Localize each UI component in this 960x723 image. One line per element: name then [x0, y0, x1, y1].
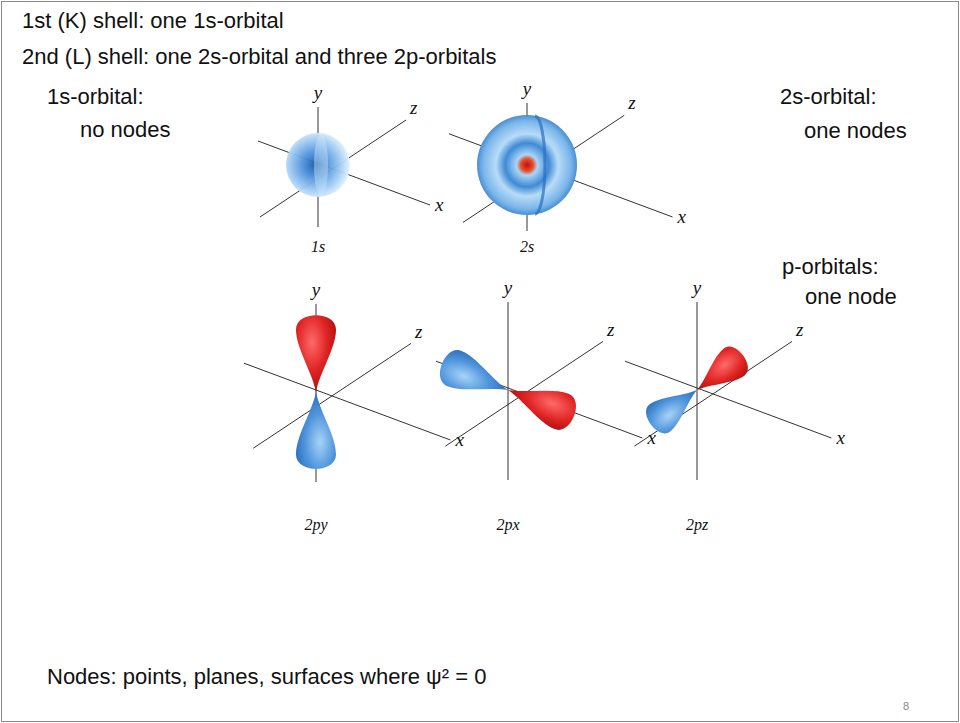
axis-label: x — [647, 427, 655, 449]
axis-line — [244, 363, 450, 440]
sphere — [286, 133, 350, 197]
axis-label: z — [796, 319, 803, 341]
slide-text: 1st (K) shell: one 1s-orbital — [22, 8, 284, 33]
orbital-lobe — [296, 392, 336, 469]
page-number: 8 — [903, 700, 909, 713]
cutaway — [535, 116, 545, 214]
orbital-lobe — [687, 342, 753, 404]
axis-label: z — [415, 321, 422, 343]
orbital-shape — [286, 133, 350, 197]
slide-text: 2s-orbital: — [780, 84, 877, 109]
orbital-shape — [435, 346, 581, 434]
slide-text: p-orbitals: — [782, 254, 879, 279]
axis-label: y — [314, 82, 322, 104]
axis-line — [508, 302, 509, 480]
cutaway — [314, 134, 328, 196]
axis-label: x — [836, 427, 844, 449]
axis-label: y — [693, 277, 701, 299]
orbital-shape — [296, 315, 336, 469]
slide-text: one nodes — [804, 118, 907, 143]
slide-text: 2nd (L) shell: one 2s-orbital and three … — [22, 44, 497, 69]
slide-text: one node — [805, 284, 897, 309]
slide-text: Nodes: points, planes, surfaces where ψ²… — [47, 664, 486, 689]
axis-label: z — [410, 97, 417, 119]
axis-label: y — [523, 78, 531, 100]
orbital-shape — [477, 115, 577, 215]
orbital-shape — [641, 342, 753, 438]
axis-line — [253, 343, 411, 448]
axis-label: x — [455, 429, 463, 451]
axis-line — [697, 302, 698, 480]
orbital-lobe — [296, 315, 336, 392]
axis-label: z — [628, 92, 635, 114]
axis-label: x — [678, 206, 686, 228]
sphere — [477, 115, 577, 215]
orbital-caption: 1s — [311, 238, 325, 256]
slide-text: 1s-orbital: — [47, 84, 144, 109]
orbital-caption: 2py — [304, 516, 327, 534]
axis-label: x — [435, 194, 443, 216]
axis-label: y — [312, 279, 320, 301]
orbital-lobe — [435, 346, 515, 408]
axis-line — [260, 120, 406, 217]
axis-label: z — [607, 319, 614, 341]
axis-label: y — [504, 277, 512, 299]
axis-line — [634, 341, 792, 446]
orbital-caption: 2px — [496, 516, 519, 534]
orbital-caption: 2s — [520, 238, 534, 256]
axis-line — [463, 115, 624, 222]
orbital-caption: 2pz — [686, 516, 708, 534]
slide-text: no nodes — [80, 117, 171, 142]
orbital-lobe — [501, 372, 581, 434]
